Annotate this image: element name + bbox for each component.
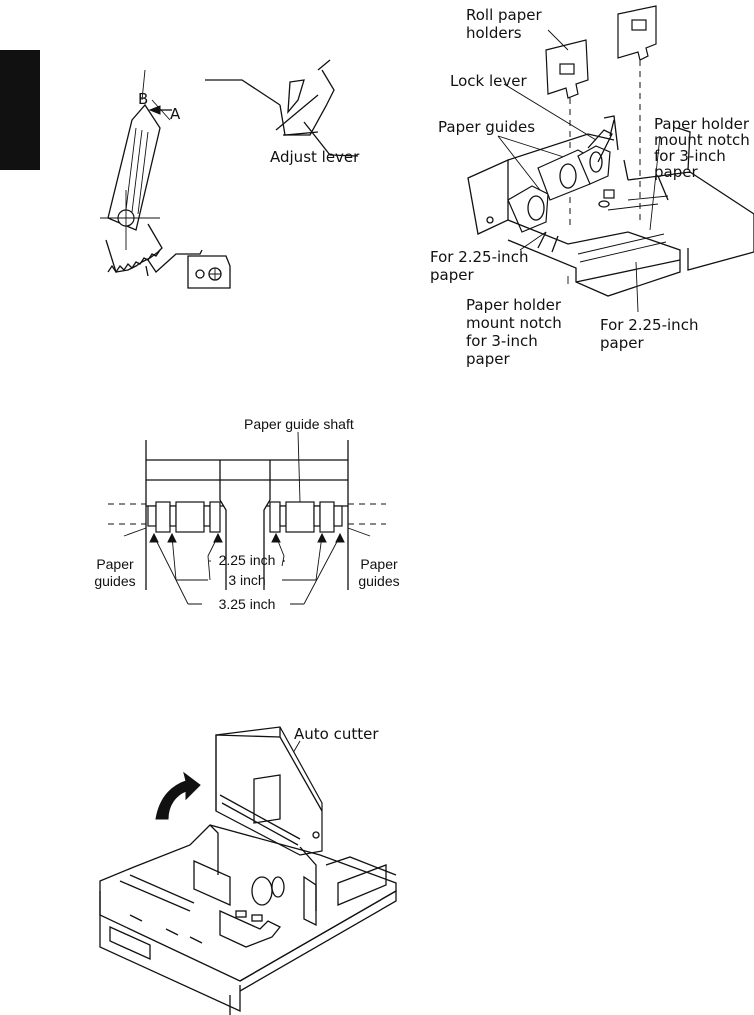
paper-guide-shaft-figure: Paper guide shaft Paper guides Paper gui… [90,410,420,620]
lock-lever-label: Lock lever [450,72,527,90]
width-325-label: 3.25 inch [218,596,276,612]
auto-cutter-drawing [99,726,397,1015]
paper-guide-shaft-drawing [108,431,386,605]
width-225-label: 2.25 inch [218,552,276,568]
label-a: A [170,105,181,123]
notch-3inch-bottom-label: Paper holder mount notch for 3-inch pape… [466,296,562,368]
paper-guide-shaft-label: Paper guide shaft [244,416,354,432]
width-3-label: 3 inch [228,572,266,588]
adjust-lever-figure: B A Adjust lever [90,59,390,310]
auto-cutter-label: Auto cutter [294,725,379,743]
adjust-lever-label: Adjust lever [270,148,360,166]
paper-guides-right-label: Paper guides [358,556,400,589]
paper-guides-left-label: Paper guides [94,556,136,589]
for-225-left-label: For 2.25-inch paper [430,248,529,284]
roll-paper-holders-label: Roll paper holders [466,6,542,42]
notch-3inch-right-label: Paper holder mount notch for 3-inch pape… [654,115,750,181]
adjust-lever-drawing [100,59,359,289]
paper-holder-figure: Roll paper holders Lock lever Paper guid… [428,0,754,370]
paper-holder-drawing [467,5,754,313]
paper-guides-label: Paper guides [438,118,536,136]
label-b: B [138,90,149,108]
for-225-right-label: For 2.25-inch paper [600,316,699,352]
section-tab-marker [0,50,40,170]
auto-cutter-figure: Auto cutter [90,715,410,1015]
